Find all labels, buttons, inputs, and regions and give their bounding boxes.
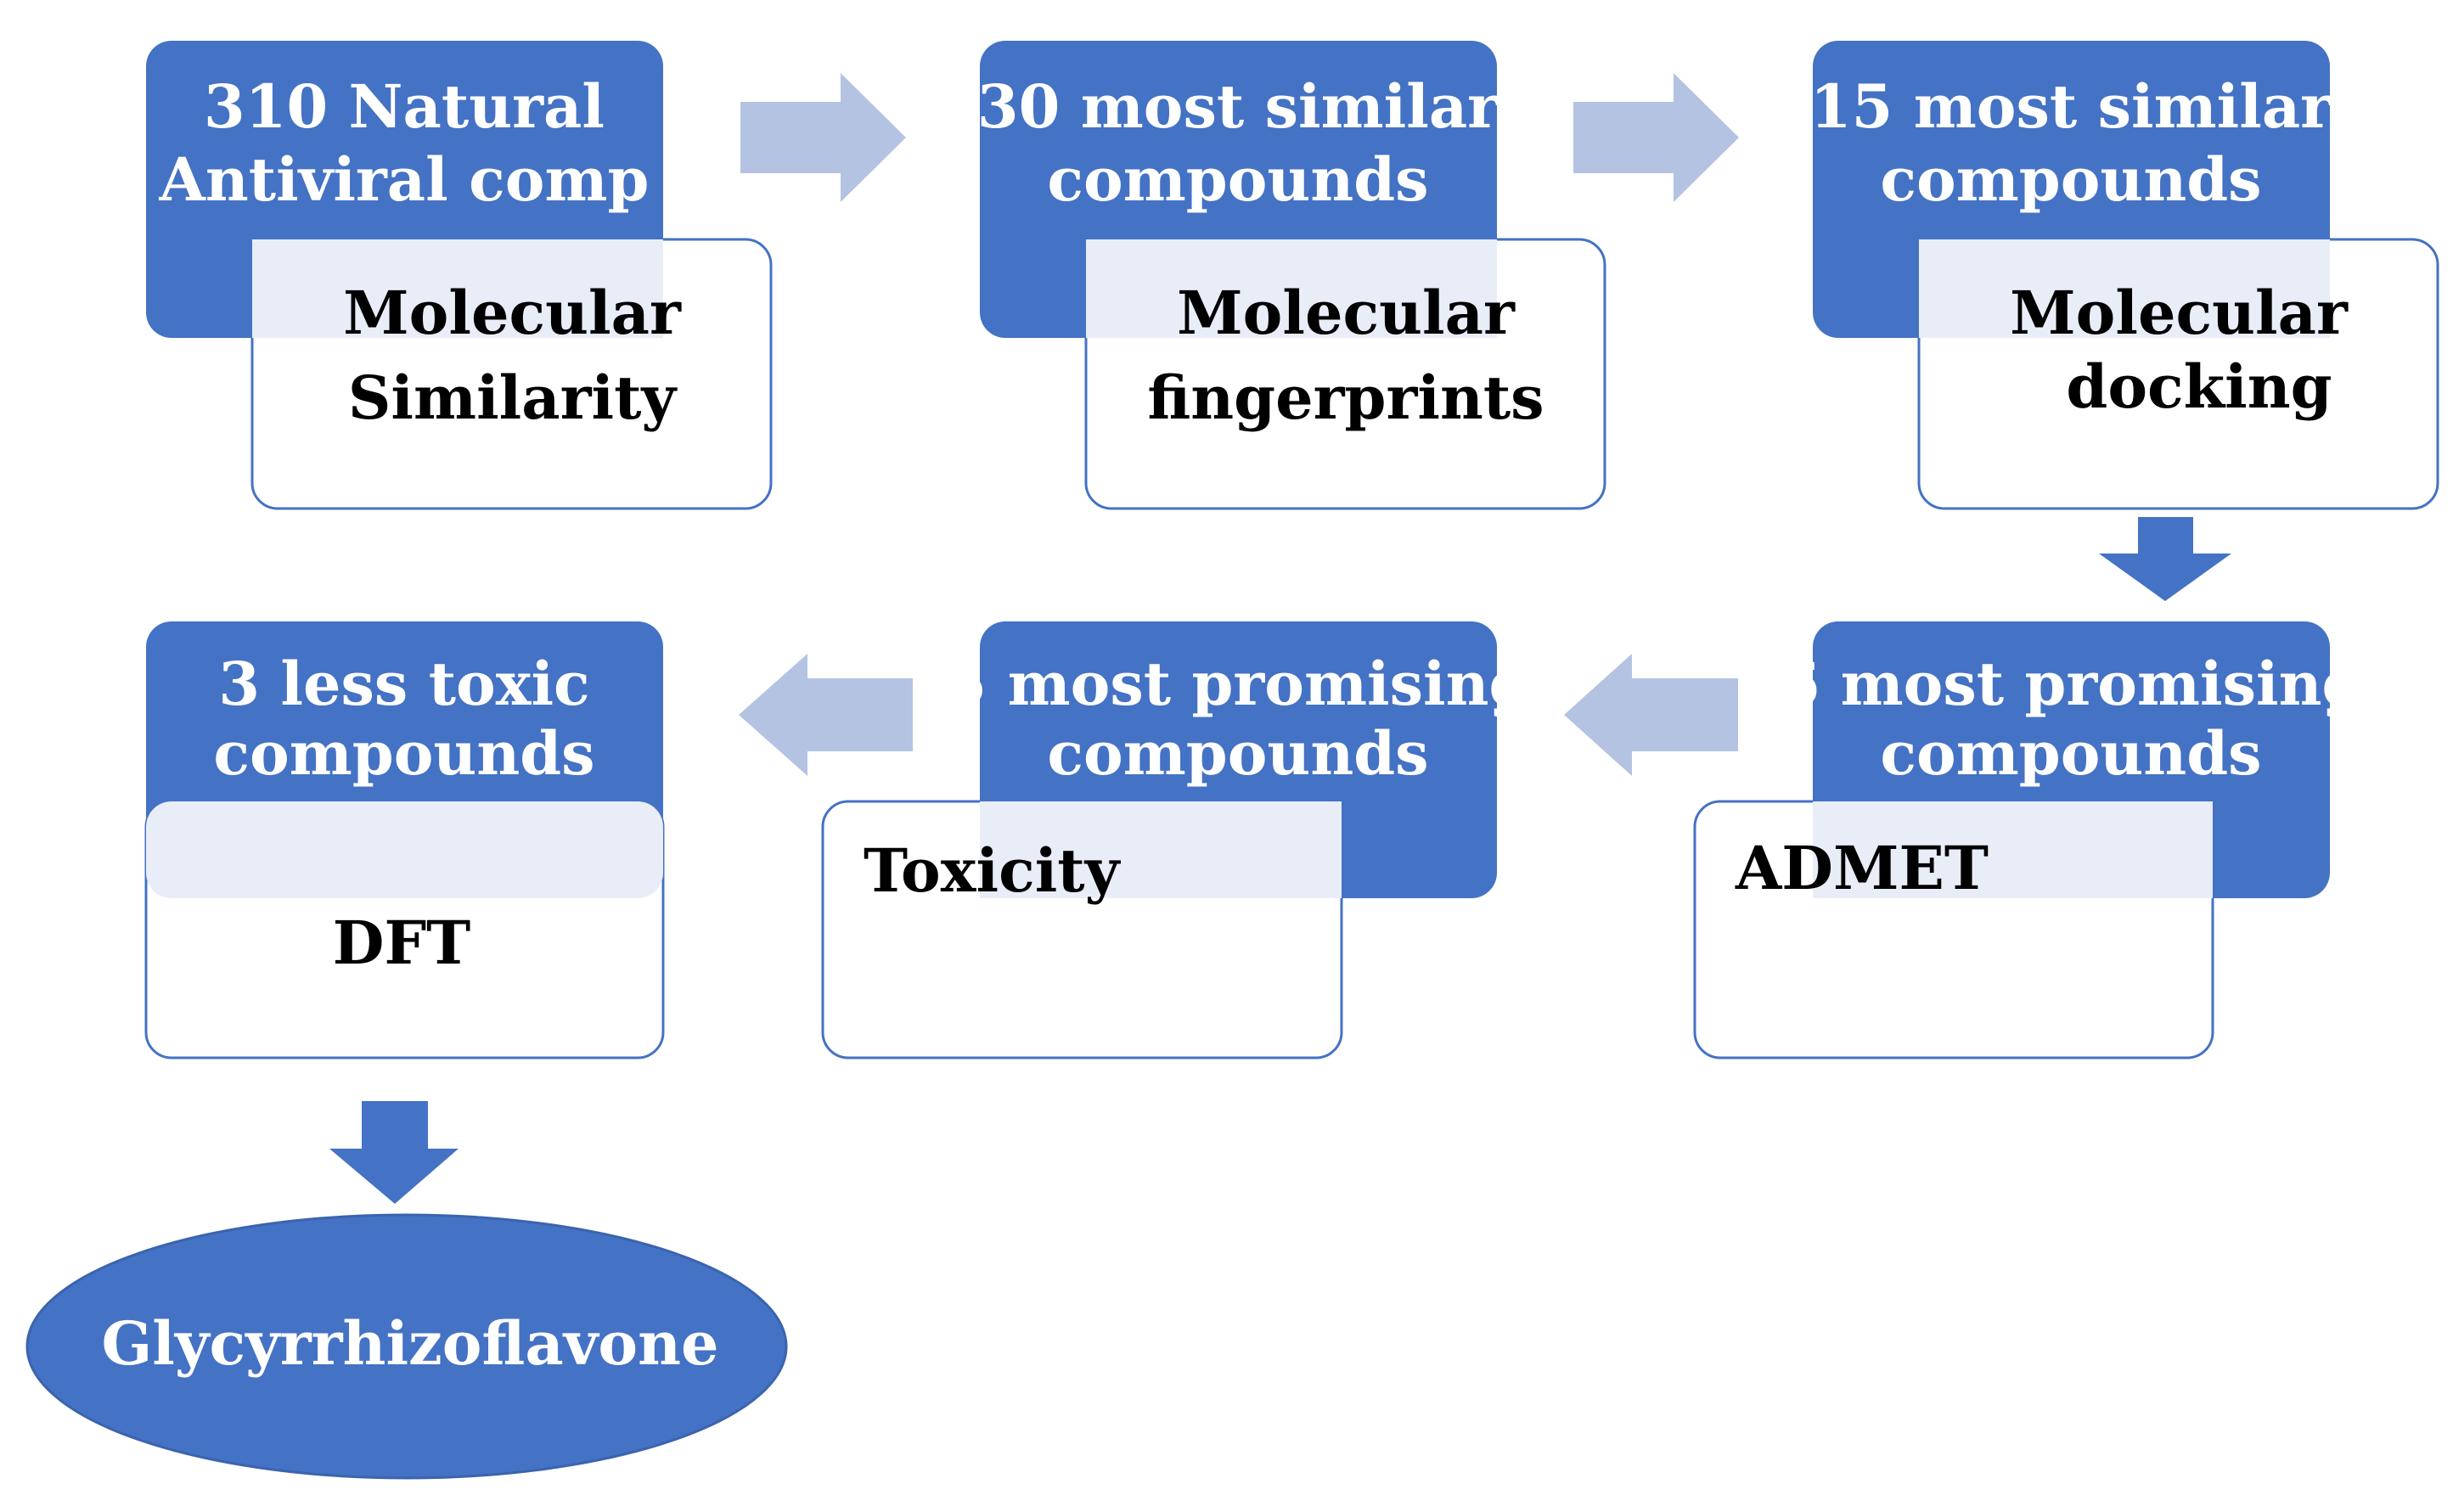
arrow-right-1-icon: [740, 73, 906, 202]
step-4-sub-line-1: ADMET: [1735, 833, 1989, 903]
arrow-left-2-icon: [739, 654, 913, 776]
step-6-overlap: [146, 801, 663, 898]
step-1-head-line-2: Antiviral comp: [159, 144, 650, 215]
step-5-sub-line-1: Toxicity: [864, 835, 1122, 906]
result-label: Glycyrrhizoflavone: [101, 1308, 718, 1379]
step-6-head-line-1: 3 less toxic: [218, 649, 589, 719]
step-3: 15 most similar compounds Molecular dock…: [1810, 41, 2439, 510]
step-2: 30 most similar compounds Molecular fing…: [977, 41, 1606, 510]
result-ellipse: [25, 1213, 788, 1480]
step-1-sub-line-1: Molecular: [343, 278, 682, 348]
step-3-head-line-1: 15 most similar: [1810, 71, 2332, 142]
step-3-sub-line-2: docking: [2066, 351, 2332, 422]
arrow-right-2-icon: [1573, 73, 1739, 202]
step-3-head-line-2: compounds: [1880, 144, 2261, 215]
step-5-head-line-2: compounds: [1047, 718, 1428, 789]
arrow-left-1-icon: [1564, 654, 1738, 776]
step-5-head-line-1: 5 most promising: [946, 649, 1531, 719]
step-2-head-line-1: 30 most similar: [977, 71, 1499, 142]
step-3-sub-line-1: Molecular: [2010, 278, 2349, 348]
step-4-head-line-1: 6 most promising: [1779, 649, 2364, 719]
arrow-down-2-icon: [329, 1101, 459, 1204]
step-1-sub-line-2: Similarity: [348, 363, 678, 433]
step-4-head-line-2: compounds: [1880, 718, 2261, 789]
step-6-head-line-2: compounds: [213, 718, 594, 789]
step-3-overlap: [1919, 239, 2330, 338]
step-1: 310 Natural Antiviral comp Molecular Sim…: [146, 41, 773, 510]
step-4-overlap: [1813, 801, 2213, 898]
step-4: 6 most promising compounds ADMET: [1693, 621, 2364, 1060]
step-2-sub-line-1: Molecular: [1177, 278, 1516, 348]
step-2-overlap: [1086, 239, 1497, 338]
arrow-down-1-icon: [2099, 517, 2231, 601]
step-5: 5 most promising compounds Toxicity: [821, 621, 1531, 1060]
step-2-sub-line-2: fingerprints: [1147, 363, 1544, 433]
step-5-overlap: [980, 801, 1342, 898]
step-1-head-line-1: 310 Natural: [204, 71, 605, 142]
result: Glycyrrhizoflavone: [25, 1213, 788, 1480]
step-2-head-line-2: compounds: [1047, 144, 1428, 215]
step-6-sub-line-1: DFT: [333, 908, 471, 978]
step-1-overlap: [252, 239, 663, 338]
step-6: 3 less toxic compounds DFT: [144, 621, 665, 1060]
